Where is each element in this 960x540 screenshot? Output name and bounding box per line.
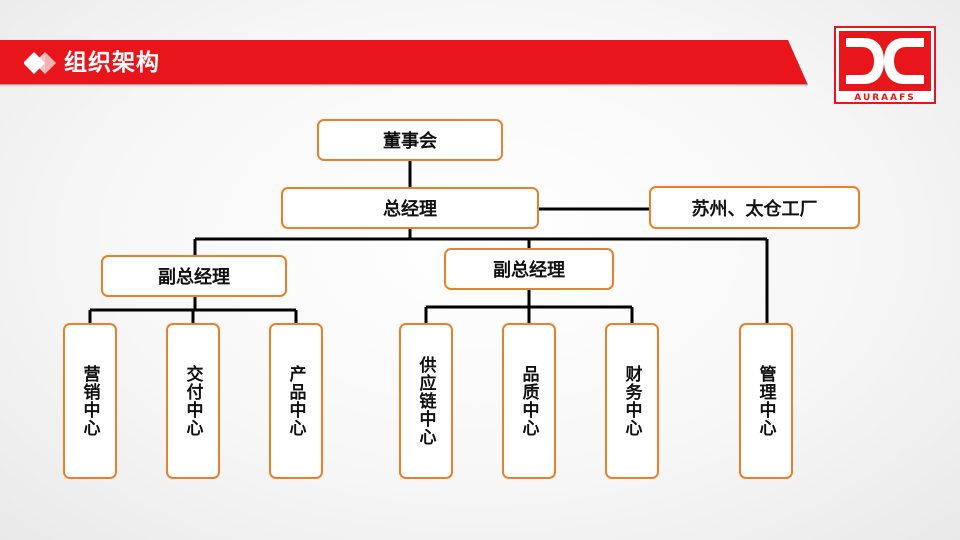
quality-center-node: 品质中心 (502, 323, 556, 479)
title-banner-shadow (0, 84, 808, 87)
delivery-center-node: 交付中心 (166, 323, 220, 479)
page-title: 组织架构 (64, 50, 160, 76)
marketing-center-node: 营销中心 (63, 323, 117, 479)
title-banner (0, 40, 808, 85)
diamond-icon (24, 52, 56, 74)
company-logo: AURAAFS (834, 26, 936, 104)
factories-node: 苏州、太仓工厂 (649, 186, 860, 229)
deputy-manager-node-1: 副总经理 (101, 255, 287, 297)
logo-text: AURAAFS (854, 93, 916, 103)
board-node: 董事会 (317, 119, 503, 161)
product-center-node: 产品中心 (269, 323, 323, 479)
deputy-manager-node-2: 副总经理 (444, 248, 614, 290)
finance-center-node: 财务中心 (605, 323, 659, 479)
general-manager-node: 总经理 (281, 187, 539, 229)
management-center-node: 管理中心 (739, 323, 793, 479)
supply-chain-center-node: 供应链中心 (399, 323, 453, 479)
